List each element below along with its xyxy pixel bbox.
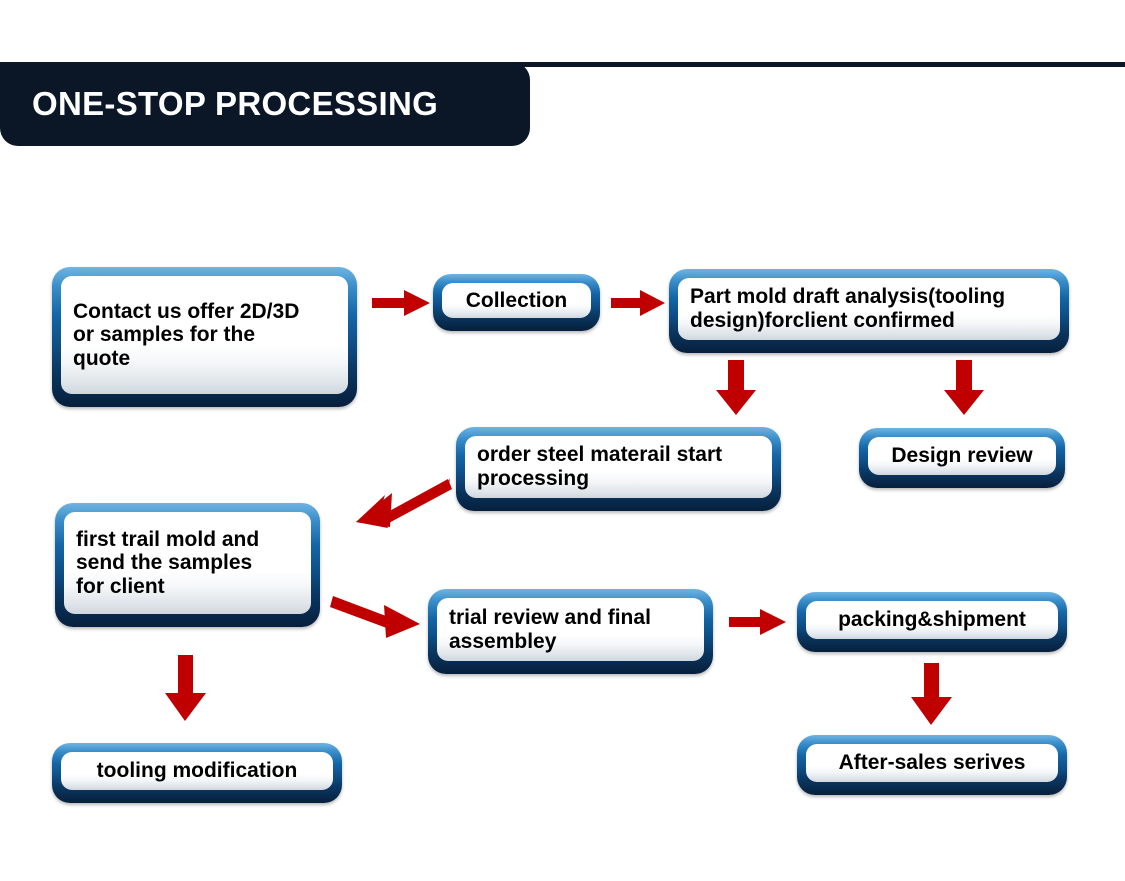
node-part-mold-label: Part mold draft analysis(tooling design)… (690, 285, 1006, 332)
header-banner: ONE-STOP PROCESSING (0, 62, 530, 146)
node-first-trail-label: first trail mold and send the samples fo… (76, 527, 260, 598)
node-first-trail-inner: first trail mold and send the samples fo… (64, 512, 311, 614)
node-contact-label: Contact us offer 2D/3D or samples for th… (73, 299, 300, 370)
node-packing[interactable]: packing&shipment (797, 592, 1067, 652)
arrow-part-mold-to-design-review (940, 360, 988, 418)
node-trial-review-label: trial review and final assembley (449, 605, 651, 653)
arrow-first-trail-to-tooling-modification (162, 655, 210, 725)
node-tooling-modification[interactable]: tooling modification (52, 743, 342, 803)
node-collection-inner: Collection (442, 283, 591, 318)
node-design-review-inner: Design review (868, 437, 1056, 475)
arrow-trial-review-to-packing (729, 606, 791, 638)
arrow-packing-to-after-sales (908, 663, 956, 729)
node-after-sales[interactable]: After-sales serives (797, 735, 1067, 795)
node-contact-inner: Contact us offer 2D/3D or samples for th… (61, 276, 348, 394)
node-first-trail[interactable]: first trail mold and send the samples fo… (55, 503, 320, 627)
node-trial-review-inner: trial review and final assembley (437, 598, 704, 661)
node-design-review-label: Design review (891, 444, 1033, 468)
node-after-sales-label: After-sales serives (838, 751, 1026, 775)
node-order-steel[interactable]: order steel materail start processing (456, 427, 781, 511)
node-contact[interactable]: Contact us offer 2D/3D or samples for th… (52, 267, 357, 407)
node-collection[interactable]: Collection (433, 274, 600, 331)
node-packing-label: packing&shipment (838, 608, 1026, 632)
node-design-review[interactable]: Design review (859, 428, 1065, 488)
node-packing-inner: packing&shipment (806, 601, 1058, 639)
page-title: ONE-STOP PROCESSING (32, 85, 439, 122)
node-part-mold[interactable]: Part mold draft analysis(tooling design)… (669, 269, 1069, 353)
header-divider-rule (0, 62, 1125, 67)
node-order-steel-label: order steel materail start processing (477, 443, 723, 490)
node-order-steel-inner: order steel materail start processing (465, 436, 772, 498)
node-tooling-modification-inner: tooling modification (61, 752, 333, 790)
node-tooling-modification-label: tooling modification (96, 759, 298, 783)
node-trial-review[interactable]: trial review and final assembley (428, 589, 713, 674)
arrow-part-mold-to-order-steel (712, 360, 760, 418)
arrow-order-steel-to-first-trail (340, 470, 455, 535)
arrow-first-trail-to-trial-review (330, 592, 430, 642)
node-collection-label: Collection (465, 288, 568, 312)
arrow-collection-to-part-mold (611, 287, 669, 319)
arrow-contact-to-collection (372, 287, 434, 319)
node-after-sales-inner: After-sales serives (806, 744, 1058, 782)
node-part-mold-inner: Part mold draft analysis(tooling design)… (678, 278, 1060, 340)
